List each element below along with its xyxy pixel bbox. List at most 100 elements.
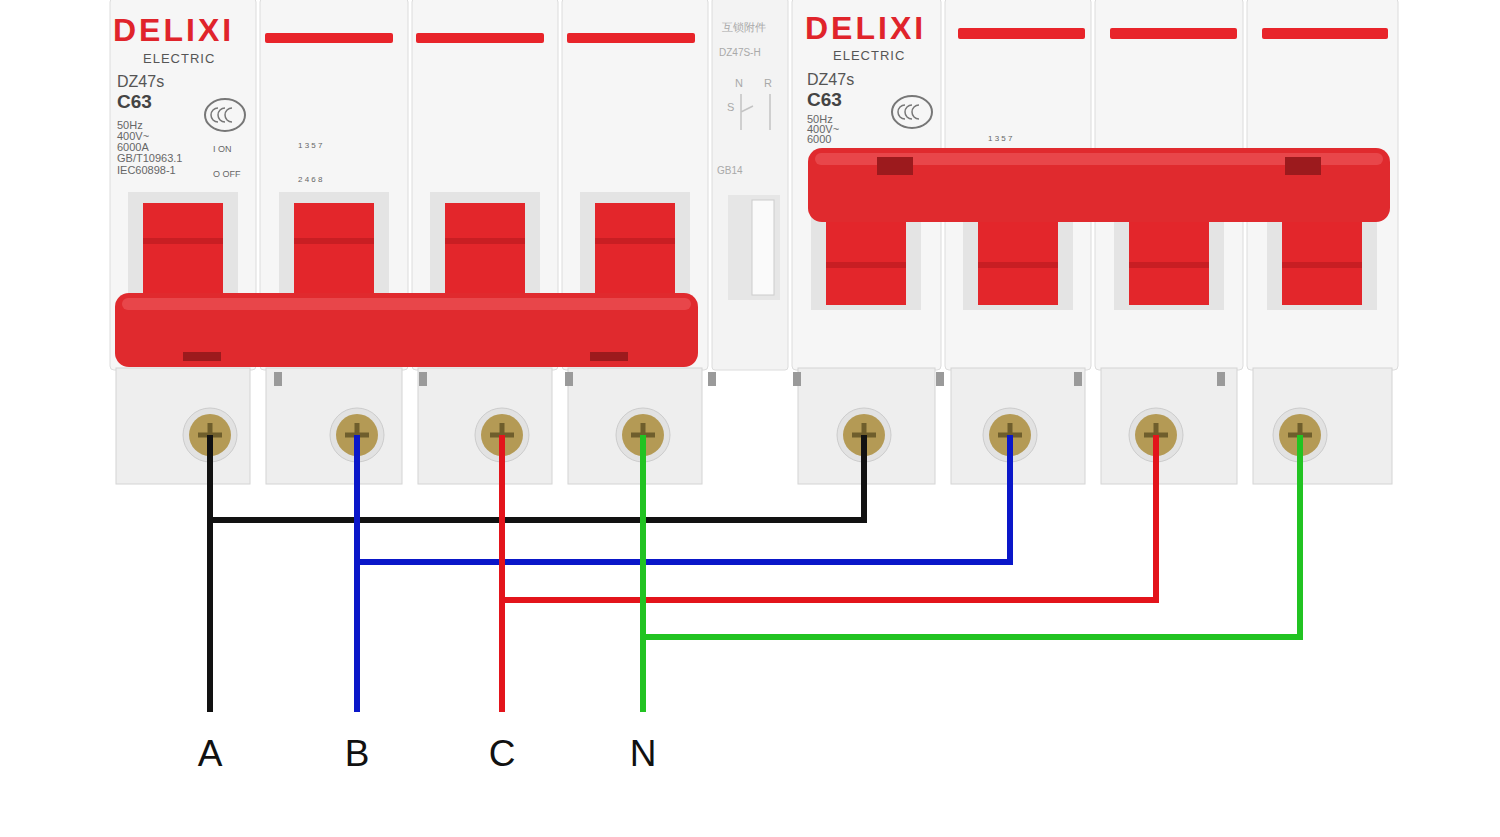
wire bbox=[1153, 435, 1159, 488]
marking-text: C63 bbox=[117, 92, 152, 111]
interlock-slot bbox=[728, 195, 780, 300]
wire bbox=[643, 485, 1300, 637]
pole-stripe bbox=[567, 33, 695, 43]
marking-text: S bbox=[727, 102, 734, 113]
wire bbox=[354, 435, 360, 712]
marking-text: 50Hz bbox=[117, 120, 143, 131]
toggle-handle bbox=[143, 203, 223, 298]
terminal-block bbox=[266, 368, 402, 484]
toggle-handle bbox=[143, 238, 223, 244]
toggle-handle bbox=[1129, 262, 1209, 268]
handle-recess bbox=[580, 192, 690, 300]
wire bbox=[1297, 435, 1303, 488]
pole-stripe bbox=[958, 28, 1085, 39]
phase-label: N bbox=[613, 735, 673, 772]
marking-text: 6000A bbox=[117, 142, 149, 153]
handle-bar-notch bbox=[877, 157, 913, 175]
terminal-gap bbox=[565, 372, 573, 386]
marking-text: C63 bbox=[807, 90, 842, 109]
circuit-breaker: DELIXIELECTRICDZ47sC6350Hz400V~60001 3 5… bbox=[790, 0, 1400, 485]
marking-text: 6000 bbox=[807, 134, 831, 145]
wire bbox=[1007, 435, 1013, 488]
marking-text: 1 3 5 7 bbox=[298, 142, 322, 150]
handle-bar-notch bbox=[1285, 157, 1321, 175]
marking-text: GB14 bbox=[717, 166, 743, 176]
toggle-handle bbox=[294, 238, 374, 244]
wire bbox=[502, 485, 1156, 600]
terminal-gap bbox=[419, 372, 427, 386]
toggle-handle bbox=[445, 203, 525, 298]
terminal-block bbox=[568, 368, 702, 484]
terminal-gap bbox=[793, 372, 801, 386]
marking-text: DZ47S-H bbox=[719, 48, 761, 58]
ccc-logo bbox=[205, 99, 245, 131]
marking-text: I ON bbox=[213, 145, 232, 154]
marking-text: IEC60898-1 bbox=[117, 165, 176, 176]
wire bbox=[861, 435, 867, 488]
ccc-logo bbox=[211, 108, 232, 122]
terminal-block bbox=[116, 368, 250, 484]
toggle-handle bbox=[826, 262, 906, 268]
terminal-gap bbox=[936, 372, 944, 386]
marking-text: GB/T10963.1 bbox=[117, 153, 182, 164]
pole-stripe bbox=[265, 33, 393, 43]
wire bbox=[210, 485, 864, 520]
toggle-handle bbox=[978, 210, 1058, 305]
ccc-logo bbox=[898, 105, 919, 119]
handle-bar-notch bbox=[590, 352, 628, 361]
terminal-gap bbox=[1074, 372, 1082, 386]
handle-bar-notch bbox=[183, 352, 221, 361]
terminal-block bbox=[951, 368, 1085, 484]
handle-recess bbox=[430, 192, 540, 300]
interlock-lever bbox=[752, 200, 774, 295]
toggle-handle bbox=[445, 238, 525, 244]
phase-label: B bbox=[327, 735, 387, 772]
terminal-block bbox=[418, 368, 552, 484]
toggle-handle bbox=[1282, 210, 1362, 305]
marking-text: N bbox=[735, 78, 743, 89]
pole-stripe bbox=[1262, 28, 1388, 39]
marking-text: 1 3 5 7 bbox=[988, 135, 1012, 143]
pole-stripe bbox=[1110, 28, 1237, 39]
terminal-block bbox=[1253, 368, 1392, 484]
terminal-gap bbox=[1217, 372, 1225, 386]
toggle-handle bbox=[595, 238, 675, 244]
marking-text: ELECTRIC bbox=[143, 52, 215, 65]
terminal-gap bbox=[708, 372, 716, 386]
toggle-handle bbox=[1282, 262, 1362, 268]
phase-label: C bbox=[472, 735, 532, 772]
marking-text: 2 4 6 8 bbox=[298, 176, 322, 184]
marking-text: DZ47s bbox=[807, 72, 854, 88]
brand-text: 互锁附件 bbox=[722, 22, 766, 33]
wire bbox=[207, 435, 213, 712]
marking-text: 400V~ bbox=[117, 131, 149, 142]
brand-text: DELIXI bbox=[113, 14, 234, 46]
handle-bar bbox=[808, 148, 1390, 222]
pole-stripe bbox=[416, 33, 544, 43]
circuit-breaker: DELIXI ELECTRIC DZ47sC63 50Hz400V~6000AGB/T… bbox=[108, 0, 710, 485]
marking-text: O OFF bbox=[213, 170, 241, 179]
handle-recess bbox=[128, 192, 238, 300]
marking-text: ELECTRIC bbox=[833, 49, 905, 62]
handle-recess bbox=[279, 192, 389, 300]
toggle-handle bbox=[595, 203, 675, 298]
toggle-handle bbox=[826, 210, 906, 305]
interlock-face bbox=[712, 0, 788, 370]
terminal-gap bbox=[274, 372, 282, 386]
brand-text: DELIXI bbox=[805, 12, 926, 44]
handle-bar bbox=[115, 293, 698, 367]
ccc-logo bbox=[892, 96, 932, 128]
toggle-handle bbox=[1129, 210, 1209, 305]
marking-text: R bbox=[764, 78, 772, 89]
terminal-block bbox=[1101, 368, 1237, 484]
marking-text: DZ47s bbox=[117, 74, 164, 90]
interlock-module: 互锁附件 DZ47S-H N R S GB14 bbox=[710, 0, 790, 370]
toggle-handle bbox=[978, 262, 1058, 268]
interlock-symbol bbox=[741, 94, 770, 130]
handle-bar bbox=[122, 298, 691, 310]
wire bbox=[357, 485, 1010, 562]
toggle-handle bbox=[294, 203, 374, 298]
